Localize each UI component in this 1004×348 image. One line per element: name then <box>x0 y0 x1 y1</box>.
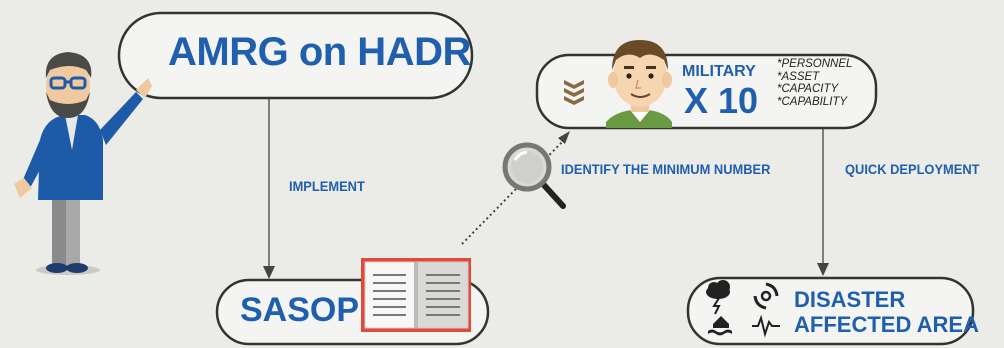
magnifier-icon <box>502 142 566 209</box>
military-list: *PERSONNEL *ASSET *CAPACITY *CAPABILITY <box>777 58 852 108</box>
list-item-capability: *CAPABILITY <box>777 95 848 108</box>
military-rank-icon <box>564 80 584 105</box>
identify-label: IDENTIFY THE MINIMUM NUMBER <box>561 161 771 177</box>
earthquake-icon <box>752 314 780 338</box>
sasop-title: SASOP <box>240 291 360 329</box>
storm-icon <box>706 280 730 315</box>
connector-identify-dotted <box>461 131 570 245</box>
flood-icon <box>708 316 732 336</box>
connector-implement <box>263 98 275 279</box>
amrg-box <box>117 11 474 100</box>
amrg-title: AMRG on HADR <box>168 30 471 74</box>
disaster-line2: AFFECTED AREA <box>794 312 979 337</box>
quick-deployment-label: QUICK DEPLOYMENT <box>845 161 980 177</box>
disaster-box <box>686 276 975 346</box>
disaster-line1: DISASTER <box>794 287 906 312</box>
hurricane-icon <box>753 282 779 310</box>
list-item-asset: *ASSET <box>777 70 820 83</box>
presenter-man <box>14 52 152 275</box>
connector-quick-deployment <box>817 128 829 276</box>
list-item-capacity: *CAPACITY <box>777 83 839 95</box>
open-book-icon <box>361 258 471 332</box>
military-count: X 10 <box>684 80 759 121</box>
soldier-avatar <box>606 40 672 128</box>
list-item-personnel: *PERSONNEL <box>777 58 853 70</box>
military-label: MILITARY <box>682 63 756 80</box>
implement-label: IMPLEMENT <box>289 178 365 194</box>
